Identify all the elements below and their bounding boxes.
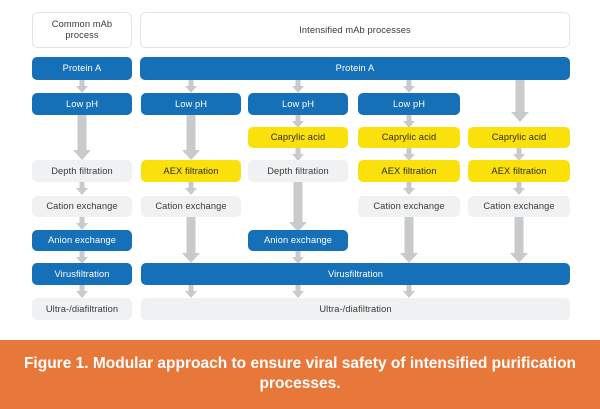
node-label: Caprylic acid xyxy=(491,132,547,142)
node-ultra-diafiltration-col1: Ultra-/diafiltration xyxy=(32,298,132,320)
header-label: Intensified mAb processes xyxy=(299,24,411,35)
arrow-down-long-icon xyxy=(289,182,307,232)
node-protein-a-col1: Protein A xyxy=(32,57,132,80)
node-label: Low pH xyxy=(174,98,208,109)
figure-caption-band: Figure 1. Modular approach to ensure vir… xyxy=(0,340,600,409)
node-anion-exchange-col1: Anion exchange xyxy=(32,230,132,251)
node-aex-filtration-col4: AEX filtration xyxy=(358,160,460,182)
node-label: Caprylic acid xyxy=(270,132,326,142)
node-depth-filtration-col3: Depth filtration xyxy=(248,160,348,182)
node-caprylic-acid-col3: Caprylic acid xyxy=(248,127,348,148)
node-label: Protein A xyxy=(335,63,375,73)
node-label: Low pH xyxy=(392,98,426,109)
arrow-down-long-icon xyxy=(511,80,529,122)
node-protein-a-span: Protein A xyxy=(140,57,570,80)
arrow-down-icon xyxy=(403,182,415,195)
node-label: Anion exchange xyxy=(47,235,117,245)
header-intensified-mab-processes: Intensified mAb processes xyxy=(140,12,570,48)
arrow-down-icon xyxy=(403,148,415,161)
node-label: Low pH xyxy=(65,98,99,109)
node-label: AEX filtration xyxy=(163,165,219,176)
node-label: Anion exchange xyxy=(263,235,333,245)
node-low-ph-col1: Low pH xyxy=(32,93,132,115)
node-label: AEX filtration xyxy=(491,165,547,176)
node-depth-filtration-col1: Depth filtration xyxy=(32,160,132,182)
process-flow-diagram: Common mAb process Intensified mAb proce… xyxy=(32,12,570,320)
arrow-down-icon xyxy=(185,182,197,195)
node-caprylic-acid-col4: Caprylic acid xyxy=(358,127,460,148)
arrow-down-icon xyxy=(76,285,88,298)
arrow-down-icon xyxy=(403,80,415,93)
node-label: Virusfiltration xyxy=(54,268,110,279)
arrow-down-icon xyxy=(76,251,88,264)
node-label: Cation exchange xyxy=(483,201,555,211)
arrow-down-long-icon xyxy=(400,217,418,263)
node-cation-exchange-col4: Cation exchange xyxy=(358,196,460,217)
node-ultra-diafiltration-span: Ultra-/diafiltration xyxy=(141,298,570,320)
node-label: Cation exchange xyxy=(46,201,118,211)
arrow-down-icon xyxy=(76,217,88,230)
arrow-down-icon xyxy=(292,115,304,128)
arrow-down-long-icon xyxy=(182,115,200,160)
node-label: Depth filtration xyxy=(51,165,113,176)
node-label: Virusfiltration xyxy=(327,268,384,279)
node-virusfiltration-col1: Virusfiltration xyxy=(32,263,132,285)
node-label: Cation exchange xyxy=(155,201,227,211)
arrow-down-icon xyxy=(76,80,88,93)
node-virusfiltration-span: Virusfiltration xyxy=(141,263,570,285)
header-common-mab-process: Common mAb process xyxy=(32,12,132,48)
arrow-down-icon xyxy=(76,182,88,195)
node-cation-exchange-col5: Cation exchange xyxy=(468,196,570,217)
arrow-down-long-icon xyxy=(510,217,528,263)
arrow-down-icon xyxy=(513,182,525,195)
node-anion-exchange-col3: Anion exchange xyxy=(248,230,348,251)
arrow-down-icon xyxy=(292,285,304,298)
arrow-down-icon xyxy=(292,148,304,161)
node-label: Protein A xyxy=(62,63,102,73)
arrow-down-icon xyxy=(292,80,304,93)
node-label: Depth filtration xyxy=(267,165,329,176)
node-low-ph-col4: Low pH xyxy=(358,93,460,115)
node-label: Low pH xyxy=(281,98,315,109)
figure-caption-text: Figure 1. Modular approach to ensure vir… xyxy=(23,354,577,392)
node-low-ph-col2: Low pH xyxy=(141,93,241,115)
arrow-down-icon xyxy=(292,251,304,264)
arrow-down-icon xyxy=(513,148,525,161)
arrow-down-icon xyxy=(185,80,197,93)
arrow-down-icon xyxy=(403,285,415,298)
node-label: Ultra-/diafiltration xyxy=(319,303,392,314)
arrow-down-icon xyxy=(403,115,415,128)
arrow-down-long-icon xyxy=(182,217,200,263)
node-label: Cation exchange xyxy=(373,201,445,211)
arrow-down-long-icon xyxy=(73,115,91,160)
node-cation-exchange-col1: Cation exchange xyxy=(32,196,132,217)
node-aex-filtration-col2: AEX filtration xyxy=(141,160,241,182)
node-aex-filtration-col5: AEX filtration xyxy=(468,160,570,182)
node-caprylic-acid-col5: Caprylic acid xyxy=(468,127,570,148)
header-label: Common mAb process xyxy=(51,19,113,40)
arrow-down-icon xyxy=(185,285,197,298)
node-label: Caprylic acid xyxy=(381,132,437,142)
node-label: Ultra-/diafiltration xyxy=(45,303,119,314)
node-low-ph-col3: Low pH xyxy=(248,93,348,115)
node-label: AEX filtration xyxy=(381,165,437,176)
node-cation-exchange-col2: Cation exchange xyxy=(141,196,241,217)
